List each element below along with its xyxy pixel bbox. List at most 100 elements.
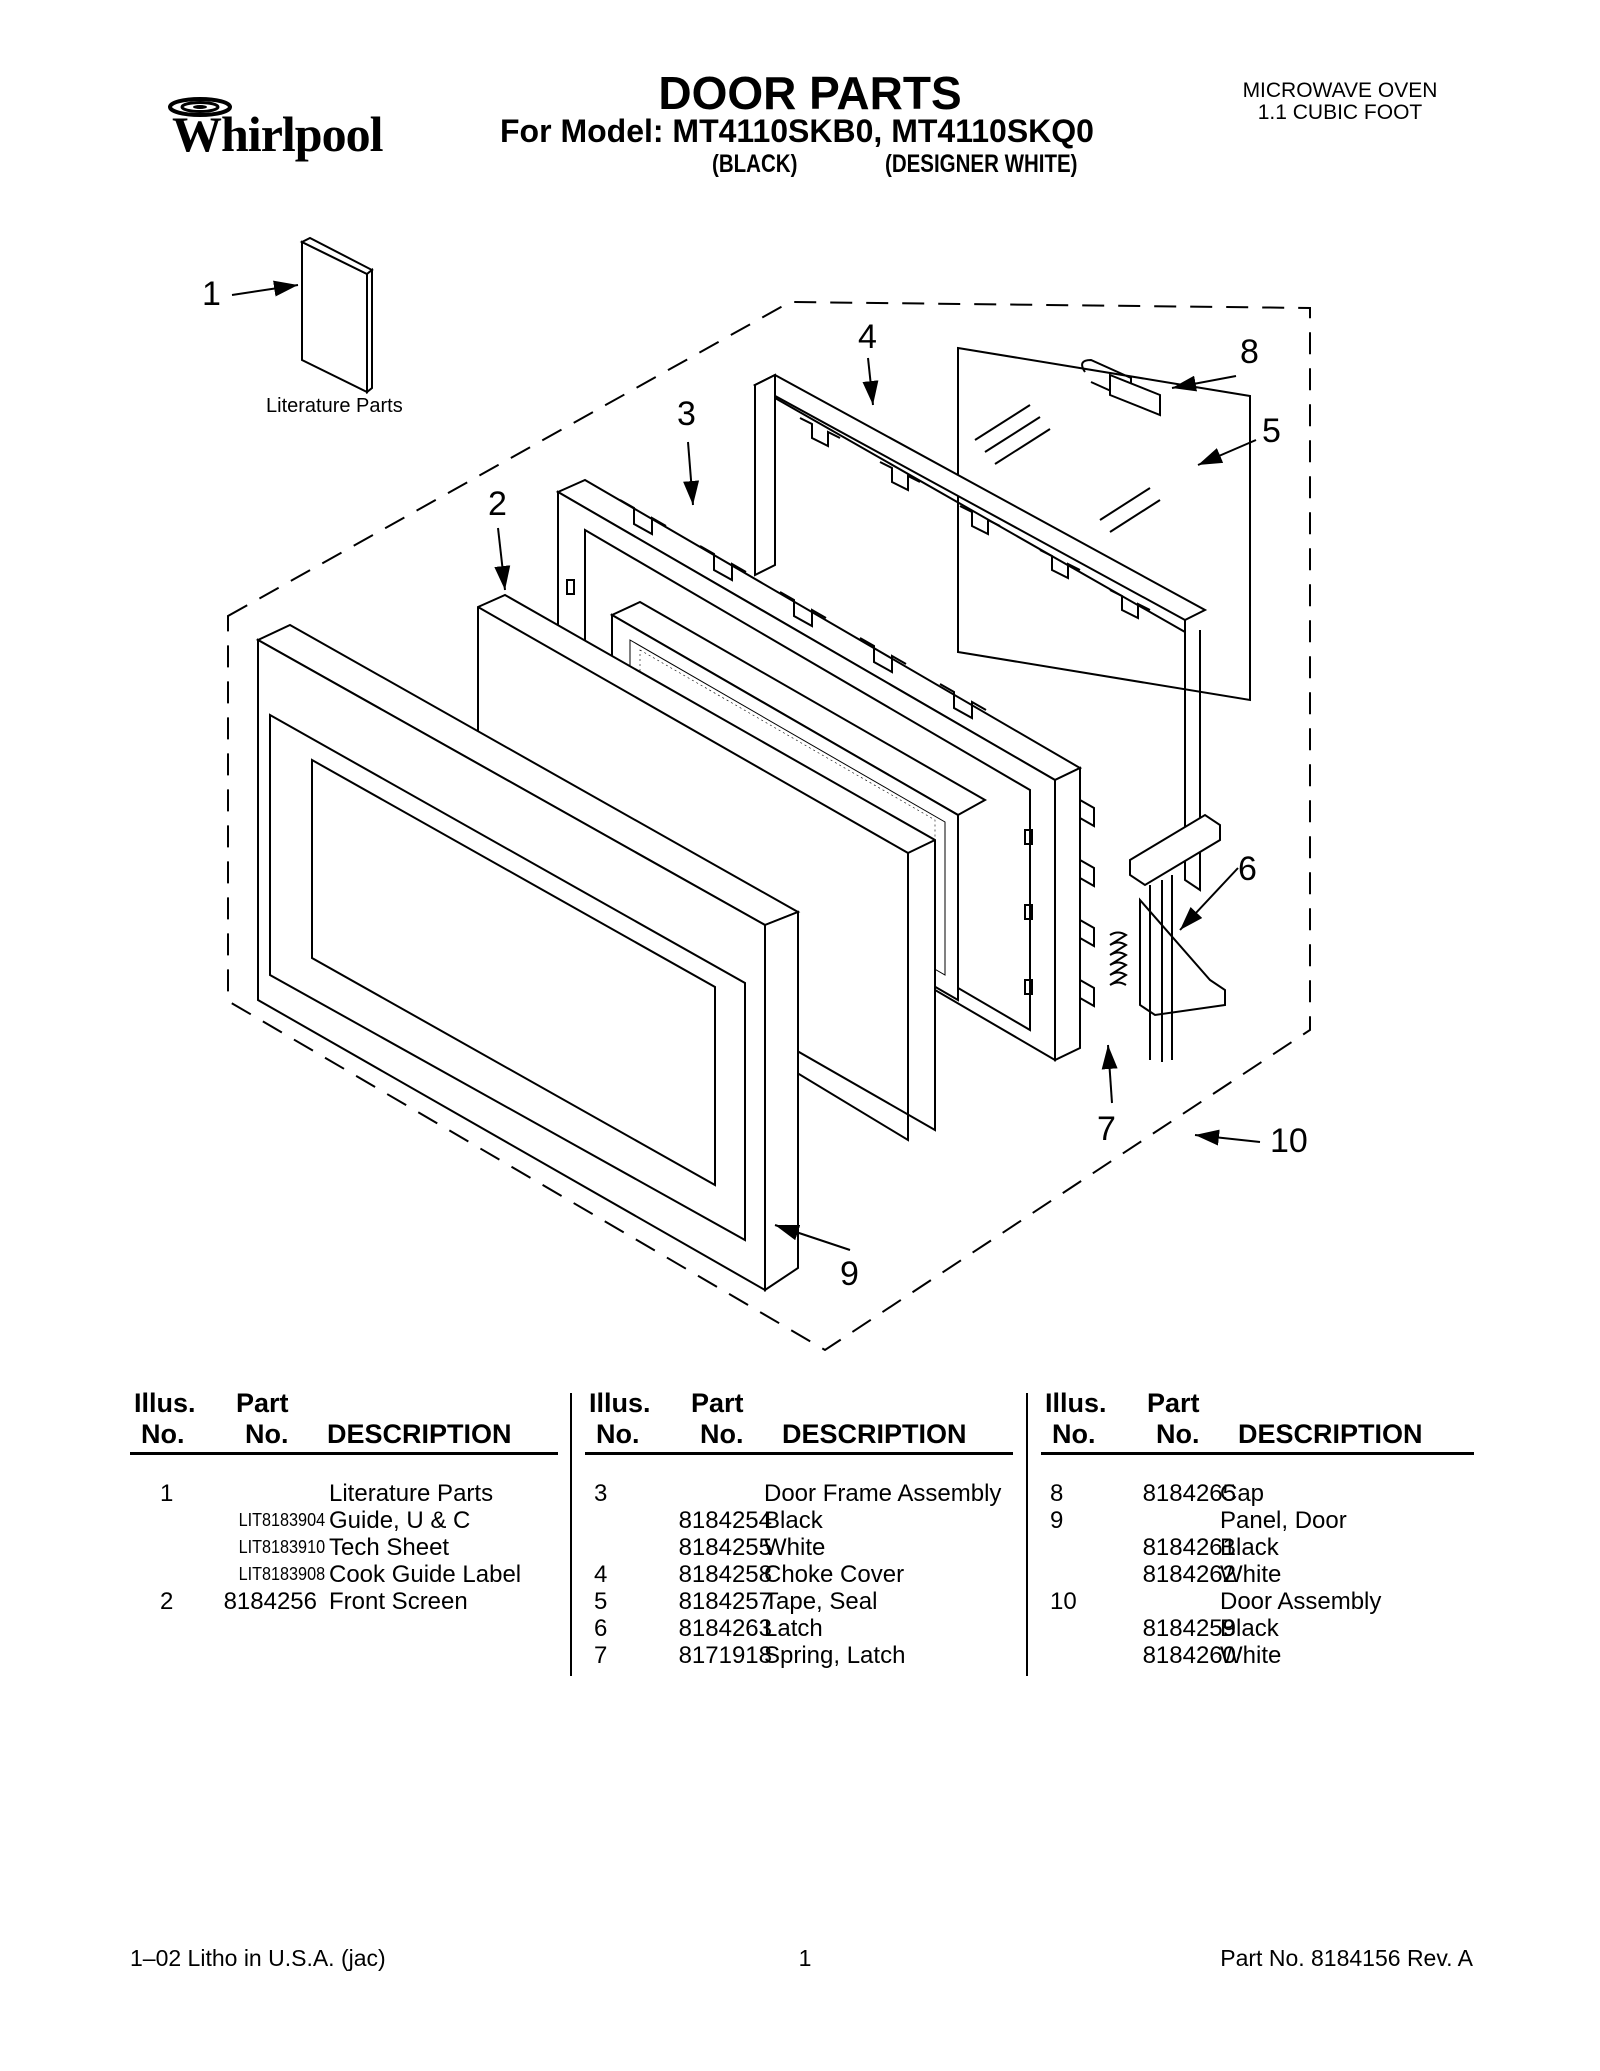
col1-part-header-top: Part	[236, 1388, 289, 1418]
literature-parts-caption: Literature Parts	[266, 395, 403, 417]
parts-row: 6 8184263 Latch	[585, 1615, 1025, 1642]
part-description: Door Assembly	[1220, 1588, 1382, 1615]
part-no: 8184256	[223, 1588, 317, 1615]
part-description: Tech Sheet	[329, 1534, 450, 1561]
part-description: Door Frame Assembly	[764, 1480, 1002, 1507]
part-no: 8184258	[678, 1561, 772, 1588]
part-description: Choke Cover	[764, 1561, 905, 1588]
callout-2: 2	[488, 485, 507, 523]
callout-1: 1	[202, 275, 221, 313]
part-description: White	[764, 1534, 826, 1561]
callout-8: 8	[1240, 333, 1259, 371]
part-no: 8184265	[1142, 1480, 1236, 1507]
illus-no: 1	[160, 1480, 174, 1507]
part-description: Spring, Latch	[764, 1642, 906, 1669]
illus-no: 10	[1050, 1588, 1077, 1615]
parts-row: 8 8184265 Cap	[1041, 1480, 1481, 1507]
latch-spring-part-7	[1109, 931, 1128, 986]
callout-6: 6	[1238, 850, 1257, 888]
brand-logo: Whirlpool	[172, 106, 383, 162]
door-assembly-boundary	[227, 300, 1311, 1352]
col1-description-header: DESCRIPTION	[327, 1419, 512, 1449]
cap-part-8	[1081, 358, 1161, 417]
parts-row: 5 8184257 Tape, Seal	[585, 1588, 1025, 1615]
column-divider-1	[570, 1393, 572, 1676]
parts-column-1: 1 Literature Parts LIT8183904 Guide, U &…	[130, 1480, 570, 1615]
door-panel-part-9	[255, 623, 801, 1292]
part-description: Cap	[1220, 1480, 1265, 1507]
part-no: 8171918	[678, 1642, 772, 1669]
column-divider-2	[1026, 1393, 1028, 1676]
part-description: Panel, Door	[1220, 1507, 1347, 1534]
col3-illus-header-top: Illus.	[1045, 1388, 1107, 1418]
col1-illus-header-bottom: No.	[141, 1419, 185, 1449]
parts-row: 8184262 White	[1041, 1561, 1481, 1588]
page-title: DOOR PARTS	[658, 67, 962, 119]
col2-header-rule	[585, 1452, 1013, 1455]
parts-row: 8184259 Black	[1041, 1615, 1481, 1642]
part-no: 8184260	[1142, 1642, 1236, 1669]
parts-row: 8184255 White	[585, 1534, 1025, 1561]
part-description: White	[1220, 1642, 1282, 1669]
illus-no: 6	[594, 1615, 608, 1642]
parts-column-3: 8 8184265 Cap 9 Panel, Door 8184261 Blac…	[1041, 1480, 1481, 1669]
illus-no: 5	[594, 1588, 608, 1615]
parts-row: LIT8183910 Tech Sheet	[130, 1534, 570, 1561]
col3-description-header: DESCRIPTION	[1238, 1419, 1423, 1449]
parts-row: 10 Door Assembly	[1041, 1588, 1481, 1615]
callout-3: 3	[677, 395, 696, 433]
col1-part-header-bottom: No.	[245, 1419, 289, 1449]
callout-7: 7	[1097, 1110, 1116, 1148]
illus-no: 7	[594, 1642, 608, 1669]
col3-part-header-bottom: No.	[1156, 1419, 1200, 1449]
col2-description-header: DESCRIPTION	[782, 1419, 967, 1449]
col3-illus-header-bottom: No.	[1052, 1419, 1096, 1449]
callout-9: 9	[840, 1255, 859, 1293]
literature-parts-booklet	[299, 236, 374, 395]
part-no: LIT8183908	[238, 1564, 325, 1584]
parts-row: 8184260 White	[1041, 1642, 1481, 1669]
latch-part-6	[1129, 813, 1226, 1062]
part-no: LIT8183910	[238, 1537, 325, 1557]
part-description: Front Screen	[329, 1588, 468, 1615]
product-line-2: 1.1 CUBIC FOOT	[1257, 101, 1423, 124]
part-no: LIT8183904	[238, 1510, 325, 1530]
parts-row: 4 8184258 Choke Cover	[585, 1561, 1025, 1588]
col1-header-rule	[130, 1452, 558, 1455]
parts-row: 7 8171918 Spring, Latch	[585, 1642, 1025, 1669]
parts-column-2: 3 Door Frame Assembly 8184254 Black 8184…	[585, 1480, 1025, 1669]
col2-illus-header-top: Illus.	[589, 1388, 651, 1418]
product-line-1: MICROWAVE OVEN	[1242, 79, 1438, 102]
parts-row: 2 8184256 Front Screen	[130, 1588, 570, 1615]
col2-part-header-bottom: No.	[700, 1419, 744, 1449]
part-description: Cook Guide Label	[329, 1561, 522, 1588]
product-description: MICROWAVE OVEN 1.1 CUBIC FOOT	[1200, 80, 1480, 124]
parts-row: 1 Literature Parts	[130, 1480, 570, 1507]
page-number: 1	[798, 1945, 812, 1971]
variant-white: (DESIGNER WHITE)	[885, 150, 1078, 178]
col2-illus-header-bottom: No.	[596, 1419, 640, 1449]
part-description: Latch	[764, 1615, 823, 1642]
part-no: 8184255	[678, 1534, 772, 1561]
part-description: Tape, Seal	[764, 1588, 878, 1615]
part-description: Black	[764, 1507, 823, 1534]
callout-4: 4	[858, 318, 877, 356]
parts-row: 3 Door Frame Assembly	[585, 1480, 1025, 1507]
choke-cover-part-4	[752, 373, 1208, 892]
part-description: Literature Parts	[329, 1480, 494, 1507]
part-no: 8184257	[678, 1588, 772, 1615]
callout-5: 5	[1262, 412, 1281, 450]
footer-print-info: 1–02 Litho in U.S.A. (jac)	[130, 1945, 386, 1971]
model-line: For Model: MT4110SKB0, MT4110SKQ0	[500, 113, 1094, 149]
parts-row: LIT8183904 Guide, U & C	[130, 1507, 570, 1534]
part-description: Guide, U & C	[329, 1507, 471, 1534]
illus-no: 4	[594, 1561, 608, 1588]
col3-header-rule	[1041, 1452, 1474, 1455]
part-description: White	[1220, 1561, 1282, 1588]
part-no: 8184254	[678, 1507, 772, 1534]
illus-no: 2	[160, 1588, 174, 1615]
illus-no: 9	[1050, 1507, 1064, 1534]
illus-no: 3	[594, 1480, 608, 1507]
part-no: 8184259	[1142, 1615, 1236, 1642]
footer-part-number: Part No. 8184156 Rev. A	[1220, 1945, 1473, 1971]
